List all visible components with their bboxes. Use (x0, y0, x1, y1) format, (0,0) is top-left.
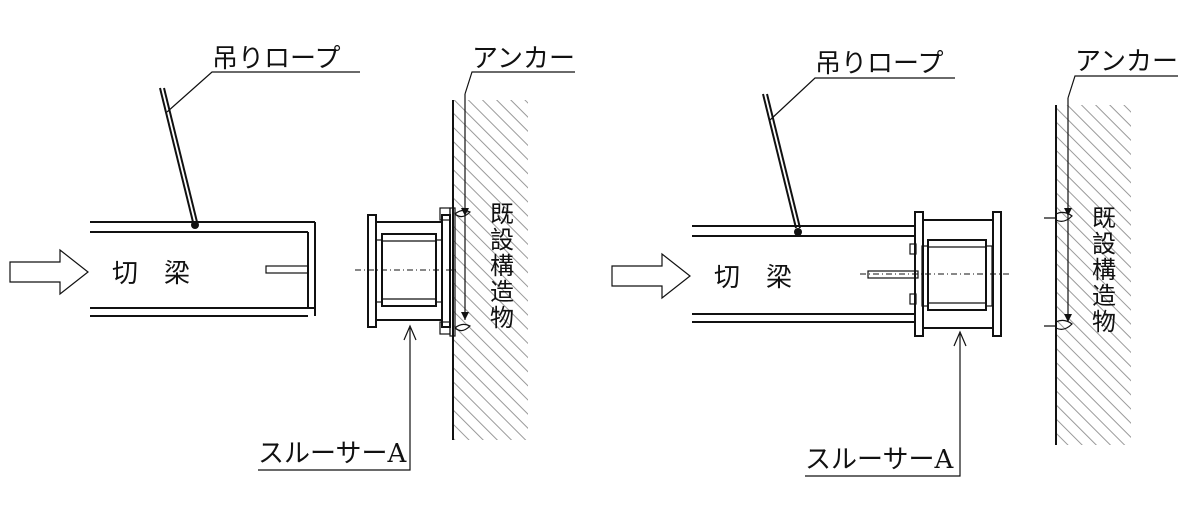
rope-shackle-icon (794, 228, 802, 236)
beam-label: 切 梁 (112, 259, 190, 289)
anchor-bolt-icon (439, 207, 472, 335)
rope-shackle-icon (191, 221, 199, 229)
structure-label-char: 造 (1092, 282, 1116, 310)
structure-label-char: 設 (1092, 230, 1116, 258)
push-arrow-icon (9, 248, 89, 296)
slider-label: スルーサーA (258, 439, 407, 469)
beam-label: 切 梁 (714, 263, 792, 293)
structure-label-char: 物 (490, 304, 514, 332)
slider-label: スルーサーA (805, 445, 954, 475)
anchor-bolt-icon (1044, 211, 1073, 330)
structure-label-char: 既 (1092, 204, 1116, 232)
structure-label-char: 既 (490, 200, 514, 228)
rope-label: 吊りロープ (815, 49, 943, 79)
anchor-label: アンカー (1075, 47, 1178, 77)
push-arrow-icon (611, 252, 691, 300)
left-panel: 切 梁 吊りロープ スルーサーA (9, 44, 575, 471)
structure-label-char: 造 (490, 278, 514, 306)
rope-label: 吊りロープ (212, 44, 340, 74)
structure-label-char: 物 (1092, 308, 1116, 336)
structure-label-char: 構 (490, 252, 514, 280)
existing-structure (449, 100, 528, 440)
structure-label-char: 構 (1092, 256, 1116, 284)
hanging-rope (762, 93, 802, 236)
anchor-label: アンカー (472, 44, 575, 74)
hanging-rope (159, 87, 199, 229)
slider-a (355, 214, 458, 328)
slider-a (860, 211, 1010, 337)
strut-beam (90, 221, 316, 317)
structure-label-char: 設 (490, 226, 514, 254)
right-panel: 切 梁 吊りロープ スルーサーA (611, 47, 1178, 477)
